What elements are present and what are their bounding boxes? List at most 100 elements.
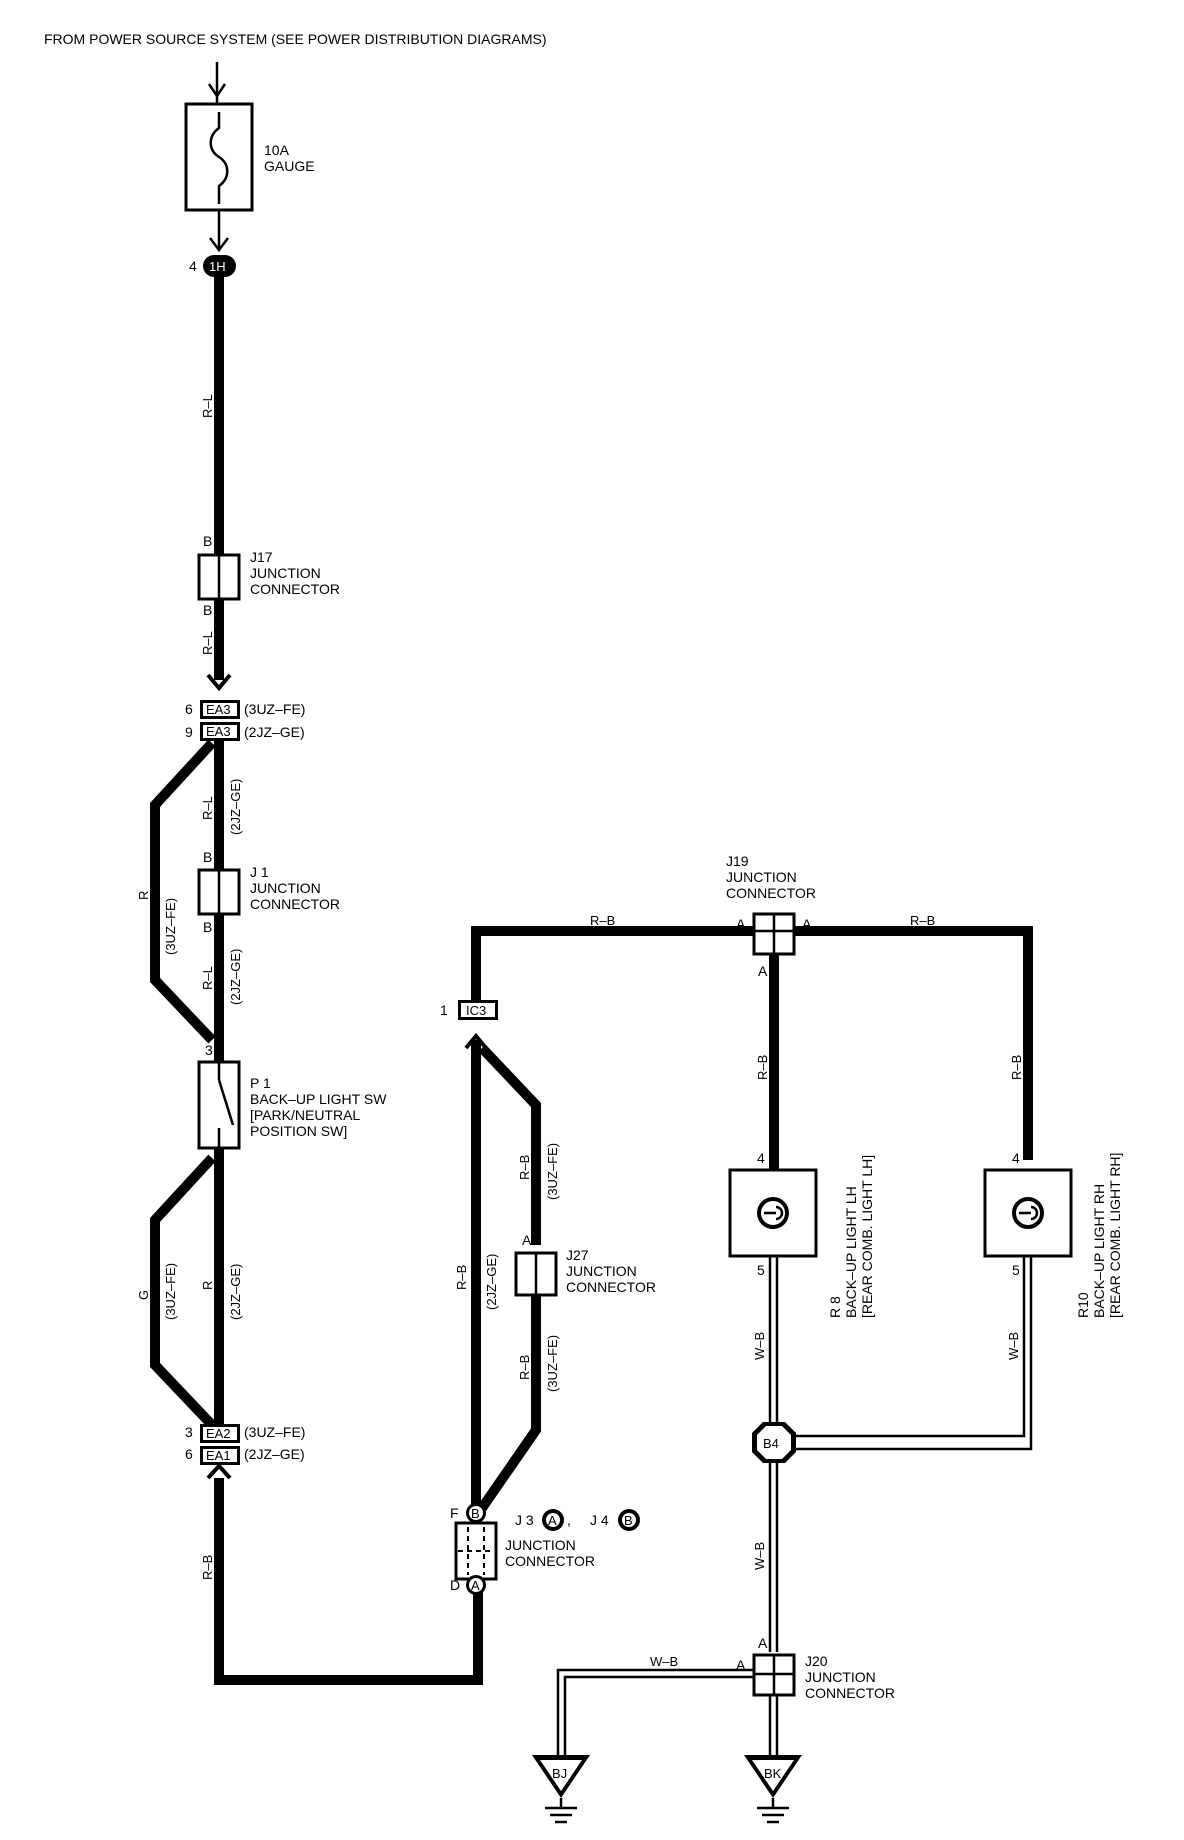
wire-wb-bk [768, 1695, 779, 1755]
wire-rb-3uz-lower [477, 1295, 541, 1511]
svg-text:1H: 1H [209, 259, 226, 274]
svg-text:B: B [624, 1513, 633, 1528]
svg-text:R–L: R–L [200, 966, 215, 990]
wire-rb-top-left [471, 926, 760, 1000]
svg-text:CONNECTOR: CONNECTOR [505, 1553, 595, 1569]
svg-text:R–L: R–L [200, 796, 215, 820]
svg-text:6: 6 [185, 1446, 193, 1462]
svg-text:CONNECTOR: CONNECTOR [726, 885, 816, 901]
svg-text:G: G [136, 1290, 151, 1300]
svg-text:EA3: EA3 [206, 724, 231, 739]
svg-text:A: A [758, 1635, 768, 1651]
svg-text:4: 4 [757, 1150, 765, 1166]
svg-text:A: A [548, 1513, 557, 1528]
svg-text:CONNECTOR: CONNECTOR [250, 896, 340, 912]
wire-g-3uz [150, 1154, 216, 1429]
svg-text:(2JZ–GE): (2JZ–GE) [228, 949, 243, 1005]
svg-text:(2JZ–GE): (2JZ–GE) [244, 724, 305, 740]
j19-junction-connector: J19 JUNCTION CONNECTOR A A A [726, 853, 816, 979]
svg-text:J19: J19 [726, 853, 749, 869]
svg-text:(3UZ–FE): (3UZ–FE) [545, 1143, 560, 1200]
wire-wb-r8-b4 [768, 1256, 779, 1425]
svg-text:JUNCTION: JUNCTION [726, 869, 797, 885]
ground-bj-icon: BJ [532, 1755, 590, 1824]
r10-backup-light-rh: 4 5 R10 BACK–UP LIGHT RH [REAR COMB. LIG… [983, 1150, 1123, 1318]
svg-text:D: D [450, 1577, 460, 1593]
svg-text:B: B [471, 1506, 480, 1521]
svg-text:5: 5 [757, 1262, 765, 1278]
svg-text:1: 1 [440, 1002, 448, 1018]
svg-text:BACK–UP LIGHT RH: BACK–UP LIGHT RH [1091, 1184, 1107, 1318]
svg-text:R–B: R–B [590, 913, 615, 928]
wire-rb-3uz-upper [478, 1044, 541, 1245]
svg-text:JUNCTION: JUNCTION [250, 880, 321, 896]
svg-text:B4: B4 [763, 1436, 779, 1451]
wire-wb-b4-j20 [768, 1463, 779, 1652]
ground-bk-icon: BK [744, 1755, 802, 1824]
j27-junction-connector: A J27 JUNCTION CONNECTOR [514, 1232, 656, 1297]
svg-text:POSITION SW]: POSITION SW] [250, 1123, 347, 1139]
svg-text:P 1: P 1 [250, 1075, 271, 1091]
svg-text:(3UZ–FE): (3UZ–FE) [244, 1424, 305, 1440]
wire-wb-bj [556, 1668, 754, 1755]
svg-text:W–B: W–B [752, 1332, 767, 1360]
svg-text:(3UZ–FE): (3UZ–FE) [163, 898, 178, 955]
svg-text:W–B: W–B [1006, 1332, 1021, 1360]
svg-text:BK: BK [764, 1766, 782, 1781]
svg-text:EA1: EA1 [206, 1448, 231, 1463]
svg-text:J20: J20 [805, 1653, 828, 1669]
svg-text:J27: J27 [566, 1247, 589, 1263]
connector-ic3: 1 IC3 [440, 1000, 498, 1020]
svg-text:R10: R10 [1075, 1292, 1091, 1318]
svg-text:J 3: J 3 [515, 1512, 534, 1528]
svg-text:(2JZ–GE): (2JZ–GE) [228, 779, 243, 835]
svg-text:A: A [522, 1232, 532, 1248]
r8-backup-light-lh: 4 5 R 8 BACK–UP LIGHT LH [REAR COMB. LIG… [728, 1150, 875, 1318]
svg-text:(3UZ–FE): (3UZ–FE) [163, 1263, 178, 1320]
svg-text:B: B [203, 849, 212, 865]
svg-text:BACK–UP LIGHT SW: BACK–UP LIGHT SW [250, 1091, 387, 1107]
svg-text:R–B: R–B [200, 1555, 215, 1580]
svg-text:J 4: J 4 [590, 1512, 609, 1528]
power-input-arrow [207, 62, 227, 104]
header-text: FROM POWER SOURCE SYSTEM (SEE POWER DIST… [44, 31, 546, 47]
svg-text:R: R [136, 891, 151, 900]
wire-wb-r10-b4 [792, 1256, 1033, 1451]
svg-text:10A: 10A [264, 142, 290, 158]
connector-ea2-ea1: 3 EA2 (3UZ–FE) 6 EA1 (2JZ–GE) [185, 1424, 305, 1465]
svg-text:B: B [203, 919, 212, 935]
svg-text:R–L: R–L [200, 631, 215, 655]
svg-text:GAUGE: GAUGE [264, 158, 315, 174]
svg-text:A: A [736, 916, 746, 932]
svg-text:R 8: R 8 [827, 1296, 843, 1318]
svg-text:JUNCTION: JUNCTION [505, 1537, 576, 1553]
svg-text:6: 6 [185, 701, 193, 717]
svg-text:BACK–UP LIGHT LH: BACK–UP LIGHT LH [843, 1186, 859, 1318]
j20-junction-connector: A A J20 JUNCTION CONNECTOR [736, 1635, 895, 1701]
svg-text:(2JZ–GE): (2JZ–GE) [244, 1446, 305, 1462]
svg-text:R–B: R–B [517, 1155, 532, 1180]
j3-j4-junction-connector: F B D A J 3 A , J 4 B JUNCTION CONNECTOR [450, 1503, 640, 1595]
svg-text:R–B: R–B [517, 1355, 532, 1380]
svg-text:R–B: R–B [1009, 1055, 1024, 1080]
svg-text:R: R [200, 1281, 215, 1290]
svg-text:JUNCTION: JUNCTION [805, 1669, 876, 1685]
svg-text:IC3: IC3 [466, 1003, 486, 1018]
svg-text:BJ: BJ [552, 1766, 567, 1781]
connector-1h: 4 1H [189, 255, 236, 277]
svg-text:[PARK/NEUTRAL: [PARK/NEUTRAL [250, 1107, 360, 1123]
svg-text:R–B: R–B [910, 913, 935, 928]
svg-text:[REAR COMB. LIGHT RH]: [REAR COMB. LIGHT RH] [1107, 1153, 1123, 1318]
svg-text:R–L: R–L [200, 394, 215, 418]
svg-text:J 1: J 1 [250, 864, 269, 880]
svg-text:4: 4 [189, 258, 197, 274]
svg-text:A: A [758, 963, 768, 979]
svg-text:R–B: R–B [454, 1265, 469, 1290]
svg-text:W–B: W–B [752, 1542, 767, 1570]
wire-rb-top-right [794, 926, 1033, 1160]
svg-text:(2JZ–GE): (2JZ–GE) [484, 1254, 499, 1310]
svg-text:5: 5 [1012, 1262, 1020, 1278]
svg-text:R–B: R–B [755, 1055, 770, 1080]
wire-rb-bottom [214, 1478, 483, 1685]
